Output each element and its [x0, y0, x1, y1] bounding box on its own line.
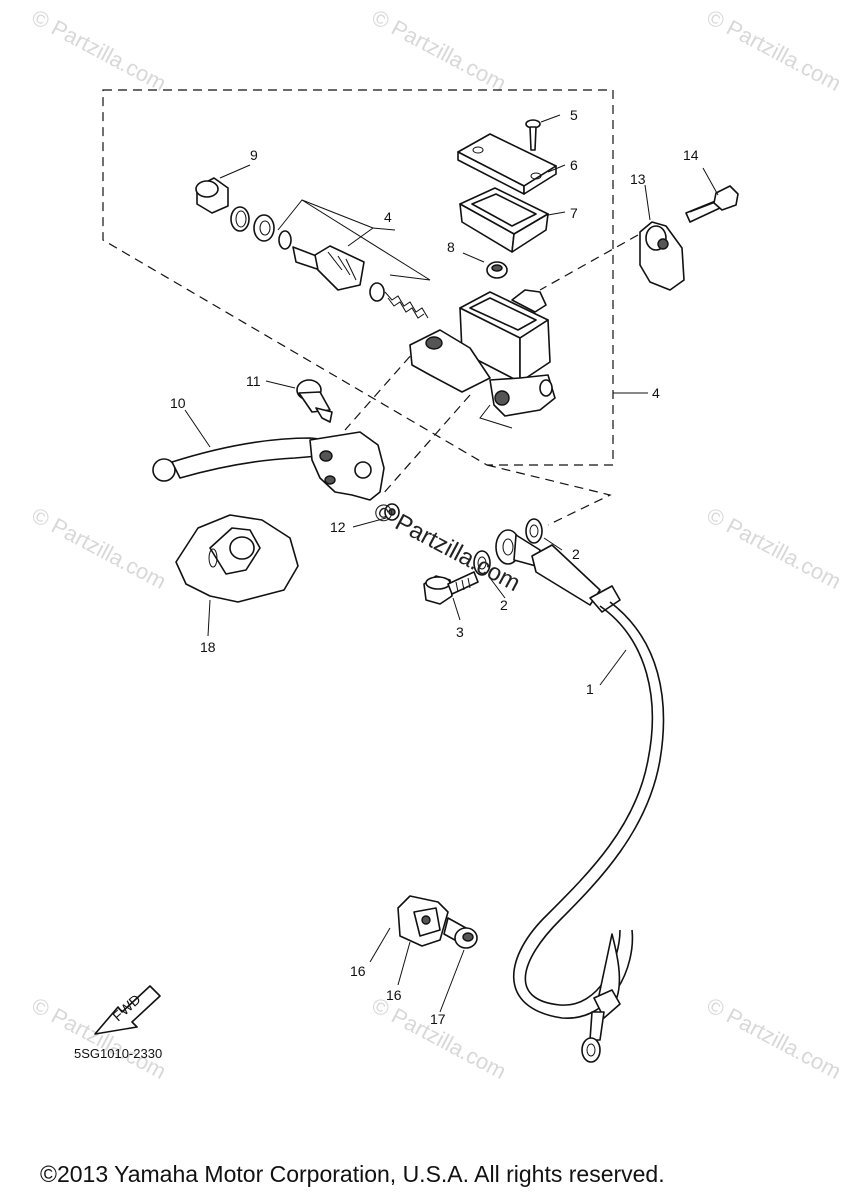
pivot-bolt-12 [265, 379, 333, 423]
pin-guide-line [344, 344, 421, 431]
copper-washer-2 [473, 550, 506, 599]
diagram-code: 5SG1010-2330 [74, 1046, 162, 1061]
callout-11: 10 [170, 395, 186, 411]
callout-15: 14 [683, 147, 699, 163]
callout-16-left: 16 [350, 963, 366, 979]
callout-9: 8 [447, 239, 455, 255]
bolt-15 [685, 167, 739, 223]
nut-13 [352, 503, 400, 528]
callout-16-right: 16 [386, 987, 402, 1003]
callout-5: 4 [384, 209, 392, 225]
watermark: © Partzilla.com [368, 992, 511, 1084]
piston-cover-10 [195, 164, 251, 214]
callout-8: 7 [570, 205, 578, 221]
ring-9 [462, 252, 508, 279]
callout-4: 4 [652, 385, 660, 401]
callout-2-lower: 2 [500, 597, 508, 613]
hose-holder-16 [369, 895, 449, 986]
lever-cover-18 [175, 514, 299, 637]
watermark: © Partzilla.com [28, 4, 171, 96]
bolt-guide-line [381, 394, 471, 496]
washer [253, 214, 275, 242]
callout-6: 5 [570, 107, 578, 123]
brake-lever-11 [152, 409, 385, 501]
callout-2-upper: 2 [572, 546, 580, 562]
master-cylinder-4 [409, 289, 556, 429]
copyright-text: ©2013 Yamaha Motor Corporation, U.S.A. A… [40, 1161, 665, 1187]
callout-3: 3 [456, 624, 464, 640]
assembly-boundary [102, 89, 614, 466]
watermark: © Partzilla.com [28, 502, 171, 594]
reservoir-cap-7 [457, 133, 566, 195]
callout-1: 1 [586, 681, 594, 697]
callout-10: 9 [250, 147, 258, 163]
brake-hose-1 [495, 529, 665, 1063]
callout-18: 18 [200, 639, 216, 655]
callout-17: 17 [430, 1011, 446, 1027]
piston-kit-5 [277, 199, 431, 319]
callout-14: 13 [630, 171, 646, 187]
screw-17 [439, 917, 478, 1013]
screw-6 [525, 114, 561, 151]
callout-12: 11 [246, 373, 261, 389]
circlip [230, 206, 250, 232]
callout-13: 12 [330, 519, 346, 535]
watermark: © Partzilla.com [368, 4, 511, 96]
callout-7: 6 [570, 157, 578, 173]
watermark: © Partzilla.com [703, 502, 843, 594]
callout-labels: 5 6 7 8 9 4 13 14 4 11 10 12 2 2 3 18 1 … [170, 107, 699, 1027]
clamp-guide-line [539, 234, 639, 291]
hose-guide-line [486, 464, 612, 526]
watermark: © Partzilla.com [703, 992, 843, 1084]
copper-washer-2 [525, 518, 563, 551]
watermark: © Partzilla.com [703, 4, 843, 96]
clamp-14 [639, 184, 685, 291]
forward-arrow-icon: FWD [94, 985, 161, 1035]
union-bolt-3 [423, 571, 479, 621]
diaphragm-8 [459, 187, 566, 253]
